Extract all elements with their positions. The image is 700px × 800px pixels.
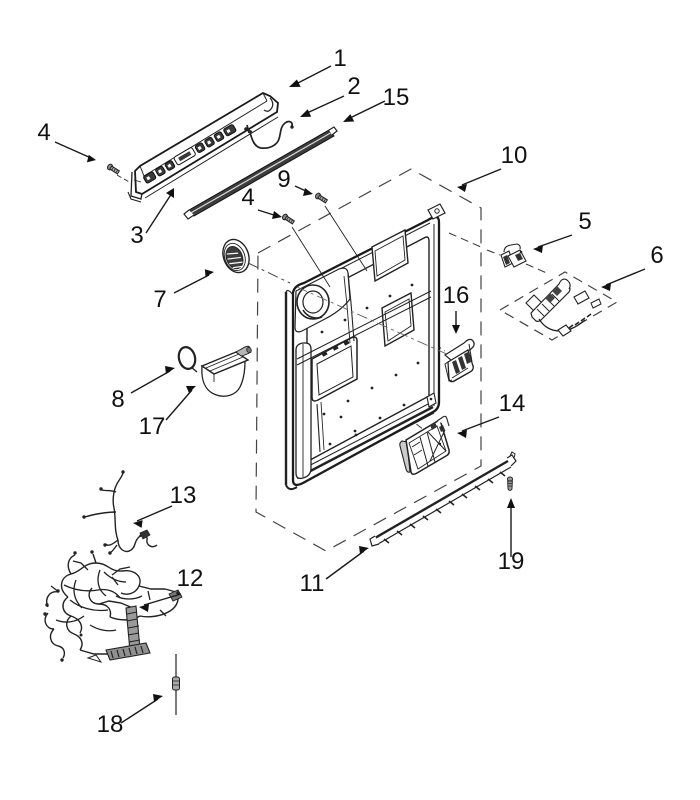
svg-text:1: 1 (333, 45, 346, 72)
svg-text:13: 13 (170, 482, 197, 509)
svg-text:7: 7 (153, 286, 166, 313)
svg-text:16: 16 (443, 282, 470, 309)
svg-text:15: 15 (383, 84, 410, 111)
svg-text:17: 17 (139, 413, 166, 440)
svg-text:19: 19 (498, 548, 525, 575)
svg-text:18: 18 (97, 711, 124, 738)
svg-text:11: 11 (300, 570, 325, 597)
svg-text:2: 2 (347, 73, 360, 100)
svg-text:12: 12 (177, 565, 204, 592)
svg-text:9: 9 (277, 166, 290, 193)
svg-text:4: 4 (241, 184, 254, 211)
svg-text:3: 3 (130, 222, 143, 249)
svg-text:4: 4 (37, 119, 50, 146)
svg-text:5: 5 (578, 208, 591, 235)
svg-text:8: 8 (111, 386, 124, 413)
svg-text:10: 10 (501, 142, 528, 169)
svg-text:6: 6 (650, 242, 663, 269)
svg-text:14: 14 (499, 390, 526, 417)
